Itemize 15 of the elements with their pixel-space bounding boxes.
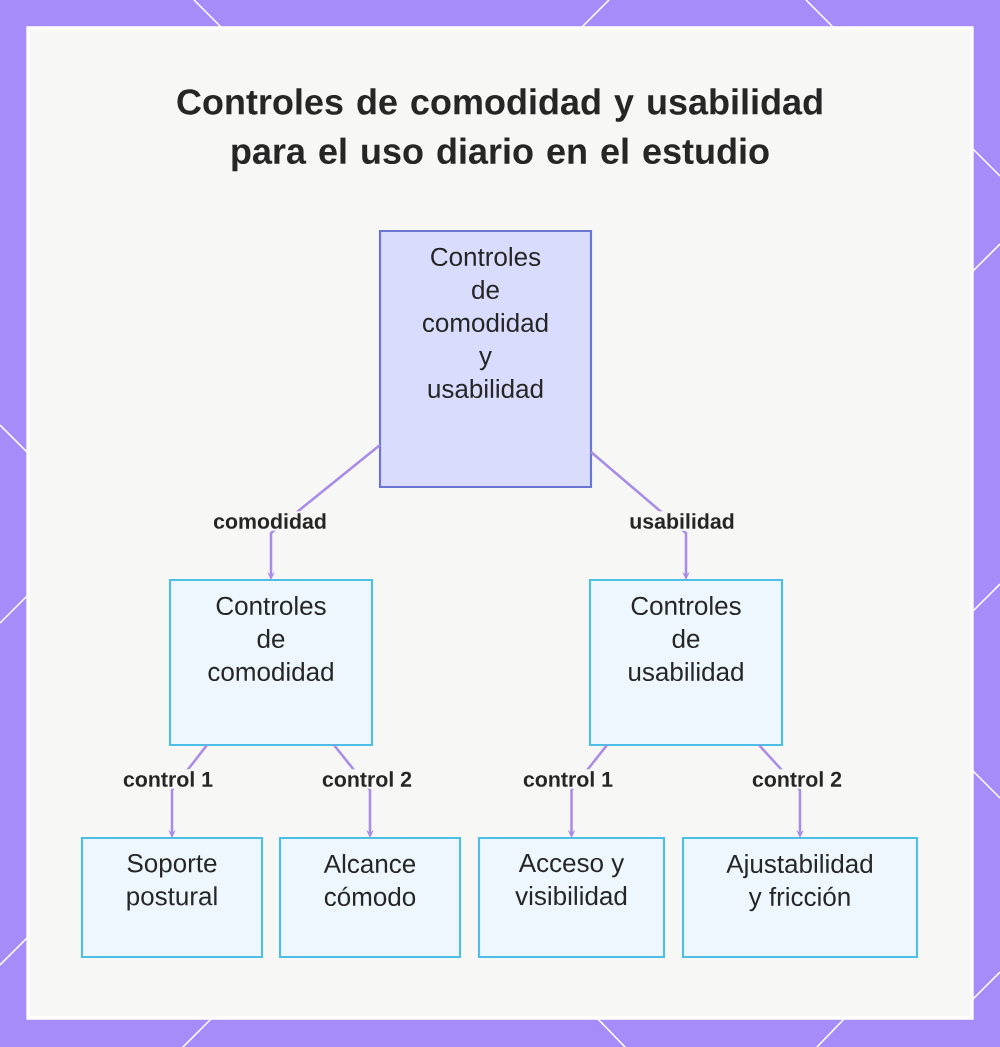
process-box: Ajustabilidad y fricción xyxy=(681,836,919,959)
title: Controles de comodidad y usabilidad para el uso diario en el estudio xyxy=(177,88,822,172)
process-box: Alcance cómodo xyxy=(278,836,462,959)
arrow xyxy=(590,451,690,580)
process-box: Controles de comodidad xyxy=(168,578,374,747)
process-box: Soporte postural xyxy=(80,836,264,959)
edge-label: usabilidad xyxy=(627,511,737,531)
edge-label: control 2 xyxy=(319,769,415,789)
edge-label: comodidad xyxy=(211,511,329,531)
process-box: Acceso y visibilidad xyxy=(477,836,666,959)
edge-label: control 1 xyxy=(120,769,216,789)
process-box: Controles de comodidad y usabilidad xyxy=(378,229,593,489)
edge-label: control 1 xyxy=(520,769,616,789)
edge-label: control 2 xyxy=(749,769,845,789)
process-box: Controles de usabilidad xyxy=(588,578,784,747)
